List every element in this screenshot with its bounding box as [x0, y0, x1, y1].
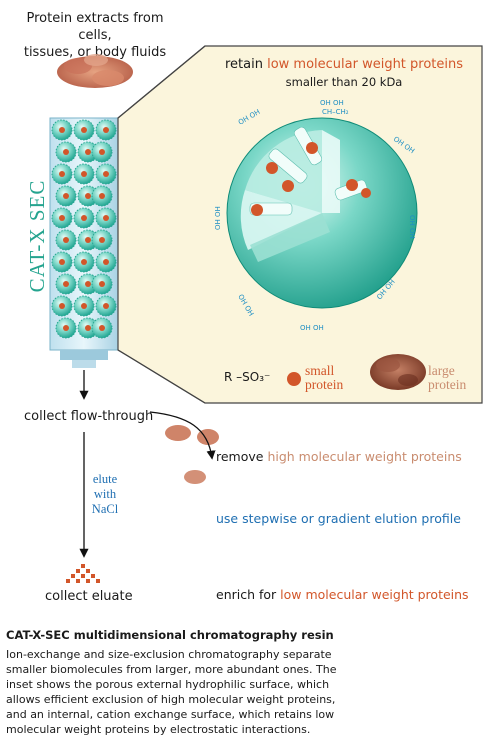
bound-protein-dot [81, 127, 87, 133]
bound-protein-dot [63, 281, 69, 287]
bound-protein-dot [103, 171, 109, 177]
enrich-prefix: enrich for [216, 587, 281, 602]
source-line-1: Protein extracts from cells, [26, 11, 164, 43]
elute-line-2: with [93, 487, 117, 501]
eluate-icon [66, 564, 100, 583]
svg-text:CH–CH₂: CH–CH₂ [322, 108, 349, 116]
remove-note: remove high molecular weight proteins [216, 449, 462, 464]
bound-protein-dot [59, 215, 65, 221]
removed-protein-blobs [165, 425, 219, 484]
large-protein-legend-icon [370, 354, 426, 390]
large-protein-label: large protein [428, 364, 466, 392]
bound-protein-dot [85, 325, 91, 331]
collect-flow-through-label: collect flow-through [24, 409, 154, 424]
elute-line-3: NaCl [91, 502, 119, 516]
bound-protein-dot [63, 193, 69, 199]
small-protein-label: small protein [305, 364, 343, 392]
bound-protein-dot [103, 127, 109, 133]
caption-line-5: and an internal, cation exchange surface… [6, 708, 335, 721]
bound-protein-dot [81, 215, 87, 221]
large-protein-line-1: large [428, 363, 455, 378]
caption-line-1: Ion-exchange and size-exclusion chromato… [6, 648, 332, 661]
bound-protein-dot [103, 259, 109, 265]
elute-line-1: elute [92, 472, 118, 486]
svg-text:OH OH: OH OH [214, 206, 222, 230]
caption: CAT-X-SEC multidimensional chromatograph… [6, 628, 484, 737]
inset-title: retain low molecular weight proteins [208, 57, 480, 72]
protein-extract-blob [57, 54, 133, 88]
bound-protein-dot [63, 149, 69, 155]
bound-protein-dot [85, 193, 91, 199]
collect-eluate-label: collect eluate [45, 589, 133, 604]
inset-title-prefix: retain [224, 57, 268, 72]
bound-protein-dot [99, 193, 105, 199]
sulfonate-label: R –SO₃⁻ [224, 370, 271, 384]
caption-title: CAT-X-SEC multidimensional chromatograph… [6, 628, 334, 642]
elute-label: elute with NaCl [88, 472, 122, 517]
svg-text:OH OH: OH OH [320, 99, 344, 107]
bound-protein-dot [81, 171, 87, 177]
small-protein-line-1: small [305, 363, 335, 378]
bound-protein-dot [99, 237, 105, 243]
bound-protein-dot [103, 303, 109, 309]
resin-bead: OH OH CH–CH₂ OH OH OH OH OH OH OH OH OH … [214, 99, 418, 332]
bound-protein-dot [59, 259, 65, 265]
small-protein-line-2: protein [305, 377, 344, 392]
bound-protein-dot [99, 325, 105, 331]
bound-protein-dot [59, 303, 65, 309]
chromatography-column [49, 117, 119, 368]
caption-line-4: allows efficient exclusion of high molec… [6, 693, 336, 706]
column-label: CAT-X SEC [25, 180, 49, 293]
caption-line-2: smaller biomolecules from larger, more a… [6, 663, 337, 676]
bound-protein-dot [63, 237, 69, 243]
bound-protein-dot [63, 325, 69, 331]
gradient-note: use stepwise or gradient elution profile [216, 511, 461, 526]
caption-line-6: molecular weight proteins by electrostat… [6, 723, 311, 736]
caption-body: Ion-exchange and size-exclusion chromato… [6, 647, 484, 737]
remove-highlight: high molecular weight proteins [267, 449, 462, 464]
caption-line-3: inset shows the porous external hydrophi… [6, 678, 330, 691]
source-line-2: tissues, or body fluids [23, 45, 167, 60]
bound-protein-dot [81, 259, 87, 265]
inset-subtitle: smaller than 20 kDa [285, 75, 403, 89]
bound-protein-dot [85, 281, 91, 287]
small-protein-legend-icon [287, 372, 301, 386]
inset-title-highlight: low molecular weight proteins [267, 57, 464, 72]
bound-protein-dot [85, 237, 91, 243]
bound-protein-dot [59, 171, 65, 177]
svg-text:OH OH: OH OH [408, 215, 416, 239]
bound-protein-dot [85, 149, 91, 155]
bound-protein-dot [99, 281, 105, 287]
enrich-highlight: low molecular weight proteins [280, 587, 469, 602]
bound-protein-dot [99, 149, 105, 155]
bound-protein-dot [81, 303, 87, 309]
bound-protein-dot [103, 215, 109, 221]
bound-protein-dot [59, 127, 65, 133]
remove-prefix: remove [216, 449, 268, 464]
svg-text:OH OH: OH OH [300, 324, 324, 332]
large-protein-line-2: protein [428, 377, 467, 392]
source-label: Protein extracts from cells, tissues, or… [15, 10, 175, 61]
enrich-note: enrich for low molecular weight proteins [216, 587, 469, 602]
